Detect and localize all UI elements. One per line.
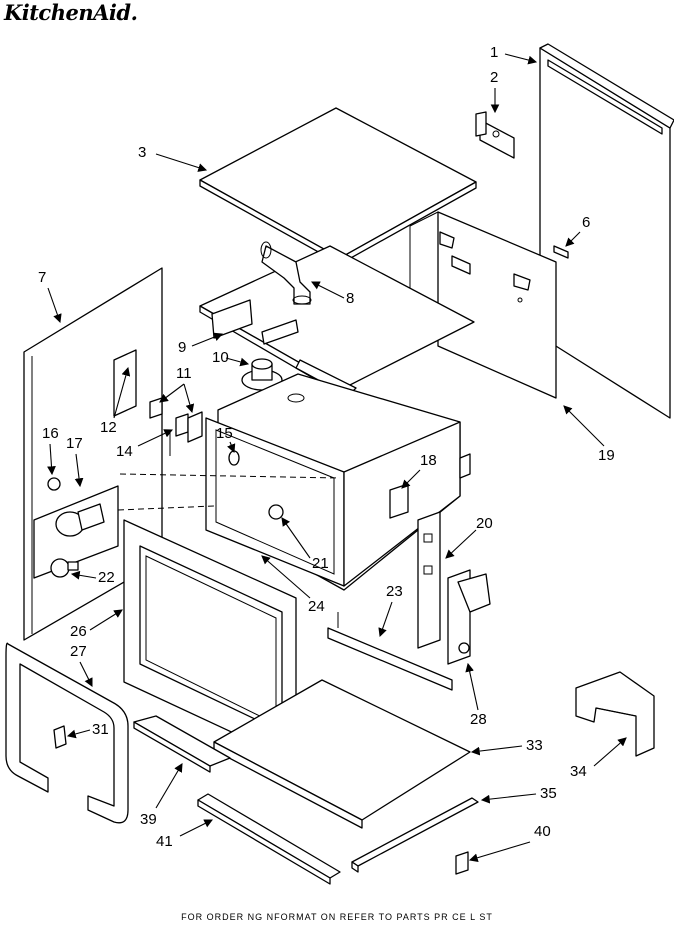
svg-text:24: 24 — [308, 598, 325, 615]
svg-text:20: 20 — [476, 515, 493, 532]
bracket-part-2 — [475, 111, 515, 159]
callout-6: 3 — [138, 144, 208, 172]
svg-text:28: 28 — [470, 711, 487, 728]
callout-23: 18 — [401, 452, 437, 489]
callout-22: 23 — [378, 583, 403, 638]
callout-14: 26 — [70, 609, 123, 640]
callout-3: 1 — [490, 44, 538, 65]
clip-part-21 — [455, 851, 469, 875]
callout-41: 34 — [570, 737, 627, 780]
callout-11: 16 — [42, 425, 59, 476]
svg-text:23: 23 — [386, 583, 403, 600]
svg-text:35: 35 — [540, 785, 557, 802]
callout-10: 17 — [66, 435, 84, 488]
callout-34: 41 — [156, 819, 213, 850]
svg-text:41: 41 — [156, 833, 173, 850]
callout-7: 9 — [178, 332, 224, 356]
callout-21: 40 — [468, 823, 551, 863]
top-panel — [199, 107, 477, 265]
callout-28: 28 — [465, 662, 487, 728]
svg-text:7: 7 — [38, 269, 46, 286]
svg-text:16: 16 — [42, 425, 59, 442]
callout-9: 10 — [212, 349, 250, 367]
svg-text:9: 9 — [178, 339, 186, 356]
svg-text:34: 34 — [570, 763, 587, 780]
svg-text:11: 11 — [176, 365, 192, 382]
svg-text:21: 21 — [312, 555, 329, 572]
svg-text:8: 8 — [346, 290, 354, 307]
svg-text:3: 3 — [138, 144, 146, 161]
footer-note: FOR ORDER NG NFORMAT ON REFER TO PARTS P… — [181, 912, 493, 922]
side-panel-right — [409, 211, 557, 399]
callout-15: 27 — [70, 643, 93, 687]
svg-text:33: 33 — [526, 737, 543, 754]
svg-text:40: 40 — [534, 823, 551, 840]
callout-26: 19 — [563, 405, 615, 464]
clip-part-16 — [53, 725, 67, 749]
svg-text:12: 12 — [100, 419, 117, 436]
vent-duct — [260, 241, 312, 305]
callout-24: 20 — [445, 515, 493, 559]
svg-text:2: 2 — [490, 69, 498, 86]
callout-35: 8 — [311, 281, 354, 307]
hinge-bracket — [417, 511, 441, 649]
callout-17: 12 — [100, 366, 131, 436]
door-hinge — [447, 569, 491, 665]
lamp-assembly — [33, 477, 119, 579]
svg-text:6: 6 — [582, 214, 590, 231]
callout-27: 24 — [261, 555, 325, 615]
svg-text:22: 22 — [98, 569, 115, 586]
callout-19: 33 — [470, 737, 543, 756]
svg-text:26: 26 — [70, 623, 87, 640]
callout-16: 31 — [66, 721, 109, 739]
rear-panel — [539, 43, 674, 419]
callout-39: 6 — [565, 214, 590, 247]
bottom-panel — [213, 679, 471, 829]
svg-text:19: 19 — [598, 447, 615, 464]
callout-33: 39 — [140, 763, 183, 828]
support-part-33 — [133, 715, 231, 773]
svg-text:18: 18 — [420, 452, 437, 469]
door-frame — [123, 519, 297, 763]
callout-40: 15 — [216, 425, 236, 454]
svg-text:17: 17 — [66, 435, 83, 452]
bracket-part-41 — [575, 671, 655, 757]
svg-text:14: 14 — [116, 443, 133, 460]
svg-text:15: 15 — [216, 425, 233, 442]
callout-8: 7 — [38, 269, 62, 324]
callout-31: 14 — [116, 429, 173, 460]
callout-12: 22 — [70, 569, 115, 586]
mounting-plate — [199, 245, 475, 397]
rails-bottom — [197, 793, 479, 885]
svg-text:27: 27 — [70, 643, 87, 660]
callout-2: 2 — [490, 69, 500, 114]
callout-20: 35 — [480, 785, 557, 804]
rail-part-22 — [327, 612, 453, 691]
callout-1: 21 — [281, 517, 329, 572]
svg-text:1: 1 — [490, 44, 498, 61]
callout-18: 11 — [159, 365, 195, 414]
brand-logo: KitchenAid. — [4, 0, 138, 25]
door-gasket — [5, 642, 129, 824]
switch-parts — [149, 397, 203, 456]
svg-text:39: 39 — [140, 811, 157, 828]
svg-text:10: 10 — [212, 349, 229, 366]
svg-text:31: 31 — [92, 721, 109, 738]
